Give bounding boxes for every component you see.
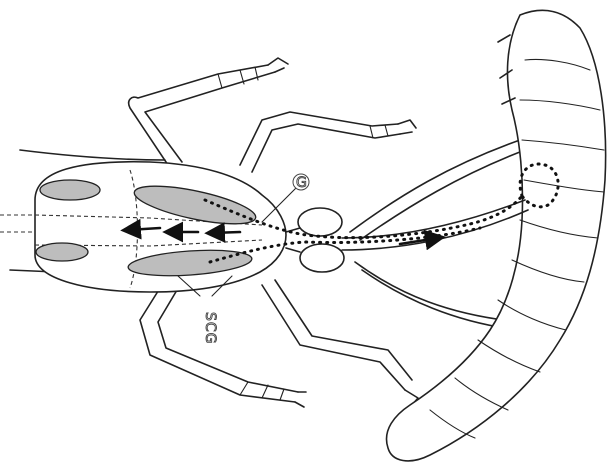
host-caterpillar bbox=[387, 10, 606, 461]
leg-lower-front bbox=[140, 280, 306, 407]
gland-upper-left bbox=[40, 180, 100, 200]
leg-lower-middle bbox=[262, 280, 418, 405]
insect-thorax bbox=[286, 208, 344, 272]
leg-upper-middle bbox=[240, 112, 416, 172]
label-g: G bbox=[296, 175, 308, 191]
label-scg: SCG bbox=[202, 312, 218, 345]
gland-lower-left bbox=[36, 243, 88, 261]
leg-upper-hind bbox=[350, 140, 525, 240]
arrow-3 bbox=[212, 232, 240, 233]
leg-lower-hind bbox=[355, 262, 520, 330]
leg-upper-front bbox=[129, 58, 288, 165]
